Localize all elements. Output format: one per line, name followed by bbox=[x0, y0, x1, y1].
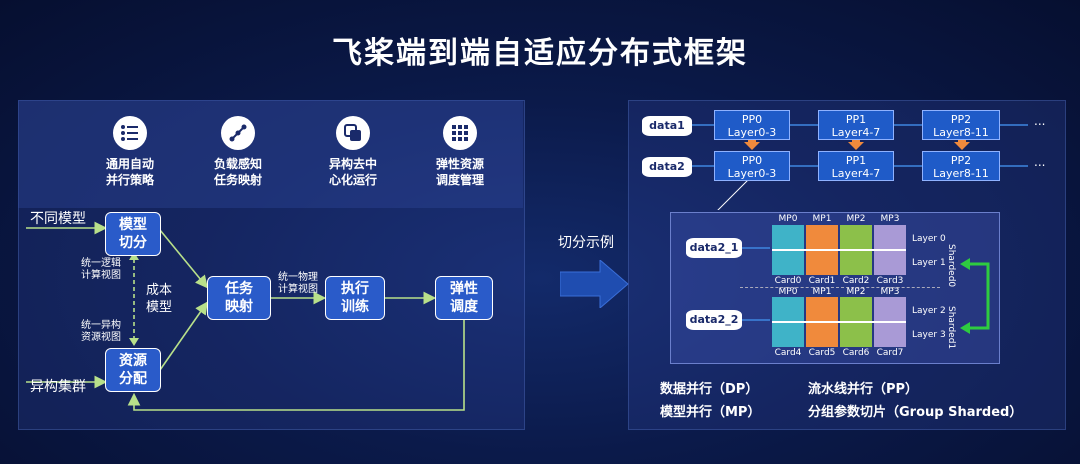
feature-grid: 弹性资源 调度管理 bbox=[410, 116, 510, 188]
node-exec-train: 执行训练 bbox=[325, 276, 385, 320]
layer-label: Layer 1 bbox=[912, 258, 946, 268]
sync-arrow-icon bbox=[960, 258, 990, 334]
shard-data2-1: data2_1 bbox=[686, 238, 742, 258]
big-arrow-icon bbox=[560, 260, 629, 308]
view-resource-label: 统一异构资源视图 bbox=[81, 320, 121, 343]
card-label: Card7 bbox=[876, 348, 904, 358]
layer-label: Layer 3 bbox=[912, 330, 946, 340]
grid-icon bbox=[443, 116, 477, 150]
shard-arrows bbox=[742, 247, 770, 321]
node-task-mapping: 任务映射 bbox=[207, 276, 271, 320]
card-label: Card1 bbox=[808, 276, 836, 286]
card-label: Card3 bbox=[876, 276, 904, 286]
left-panel bbox=[18, 100, 525, 430]
node-model-split: 模型切分 bbox=[105, 212, 161, 256]
view-physical-label: 统一物理计算视图 bbox=[278, 272, 318, 295]
card-label: Card5 bbox=[808, 348, 836, 358]
pp-ellipsis: ... bbox=[1034, 114, 1046, 128]
mp-label: MP1 bbox=[812, 287, 832, 297]
card-label: Card4 bbox=[774, 348, 802, 358]
input-models: 不同模型 bbox=[30, 211, 86, 227]
card-label: Card2 bbox=[842, 276, 870, 286]
layer-divider bbox=[772, 321, 906, 323]
legend-sharded: 分组参数切片（Group Sharded） bbox=[808, 405, 1023, 420]
shard-data2-2: data2_2 bbox=[686, 310, 742, 330]
shard-label: Sharded1 bbox=[946, 306, 956, 350]
card-label: Card0 bbox=[774, 276, 802, 286]
features-panel bbox=[18, 100, 523, 208]
mp-label: MP0 bbox=[778, 214, 798, 224]
decentral-icon bbox=[336, 116, 370, 150]
pp-ellipsis: ... bbox=[1034, 155, 1046, 169]
mp-label: MP1 bbox=[812, 214, 832, 224]
feature-strategy: 通用自动 并行策略 bbox=[80, 116, 180, 188]
layer-label: Layer 2 bbox=[912, 306, 946, 316]
shard-label: Sharded0 bbox=[946, 244, 956, 288]
mp-label: MP0 bbox=[778, 287, 798, 297]
mp-label: MP3 bbox=[880, 214, 900, 224]
cost-model-label: 成本模型 bbox=[146, 283, 173, 315]
example-label: 切分示例 bbox=[558, 235, 614, 251]
pp-data2: data2 bbox=[642, 157, 692, 177]
mp-label: MP3 bbox=[880, 287, 900, 297]
input-clusters: 异构集群 bbox=[30, 379, 86, 395]
legend-pp: 流水线并行（PP） bbox=[808, 382, 919, 397]
view-logic-label: 统一逻辑计算视图 bbox=[81, 258, 121, 281]
mp-label: MP2 bbox=[846, 287, 866, 297]
layer-label: Layer 0 bbox=[912, 234, 946, 244]
group-divider bbox=[740, 287, 940, 288]
pp-data1: data1 bbox=[642, 116, 692, 136]
flow-arrows bbox=[26, 221, 465, 411]
strategy-icon bbox=[113, 116, 147, 150]
layer-divider bbox=[772, 249, 906, 251]
page-title: 飞桨端到端自适应分布式框架 bbox=[332, 36, 748, 71]
mapping-icon bbox=[221, 116, 255, 150]
node-resource-alloc: 资源分配 bbox=[105, 348, 161, 392]
mp-label: MP2 bbox=[846, 214, 866, 224]
legend-dp: 数据并行（DP） bbox=[660, 382, 759, 397]
card-label: Card6 bbox=[842, 348, 870, 358]
feature-decentral: 异构去中 心化运行 bbox=[303, 116, 403, 188]
feature-mapping: 负载感知 任务映射 bbox=[188, 116, 288, 188]
node-elastic-schedule: 弹性调度 bbox=[435, 276, 493, 320]
legend-mp: 模型并行（MP） bbox=[660, 405, 761, 420]
